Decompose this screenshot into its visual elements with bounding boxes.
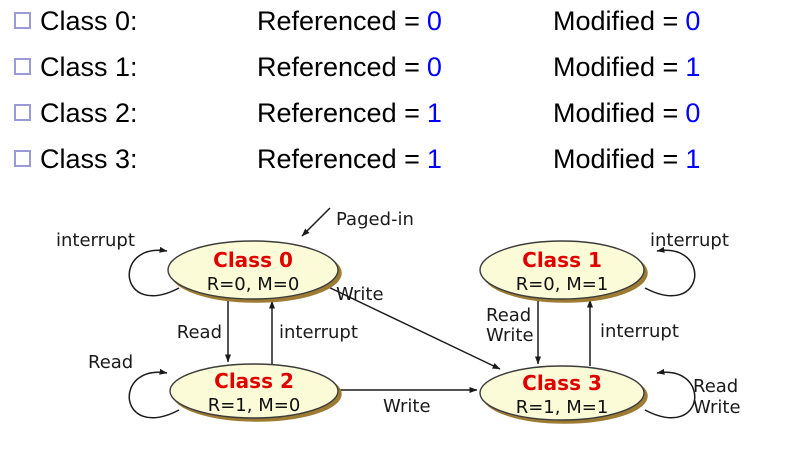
edge-class2-self-loop xyxy=(128,368,180,419)
edge-label-class3-to-class1: interrupt xyxy=(600,321,679,342)
edge-label-class0-to-class3: Write xyxy=(336,284,384,305)
node-ellipse xyxy=(167,240,339,300)
edge-label-class3-self-read: Read xyxy=(693,376,738,397)
edge-class0-to-class3 xyxy=(321,283,501,370)
modified-label: Modified = xyxy=(553,6,679,36)
state-node-class0: Class 0 R=0, M=0 xyxy=(167,240,342,303)
modified-label: Modified = xyxy=(553,52,679,82)
node-bits: R=1, M=1 xyxy=(516,397,609,418)
edge-class1-self-loop xyxy=(644,246,696,297)
referenced-label: Referenced = xyxy=(257,144,420,174)
node-ellipse xyxy=(169,363,339,419)
bullet-square-icon xyxy=(14,150,31,167)
node-ellipse xyxy=(479,240,645,300)
bullet-square-icon xyxy=(14,104,31,121)
edge-label-class1-to-class3-write: Write xyxy=(486,325,534,346)
referenced-value: 1 xyxy=(426,98,442,128)
class-name: Class 2: xyxy=(40,98,138,128)
referenced-value: 0 xyxy=(426,52,442,82)
edge-class0-self-loop xyxy=(128,246,180,297)
edge-label-class2-to-class0: interrupt xyxy=(279,322,358,343)
edge-label-paged-in: Paged-in xyxy=(336,209,414,230)
edge-label-class0-self: interrupt xyxy=(56,230,135,251)
bullet-square-icon xyxy=(14,58,31,75)
class-row: Class 2: Referenced =1 Modified =0 xyxy=(0,97,802,131)
node-title: Class 3 xyxy=(522,371,602,395)
modified-field: Modified =1 xyxy=(553,143,700,175)
modified-value: 1 xyxy=(685,144,701,174)
referenced-field: Referenced =1 xyxy=(257,143,442,175)
edge-class3-self-loop xyxy=(644,368,696,419)
class-row: Class 0: Referenced =0 Modified =0 xyxy=(0,5,802,39)
edge-label-class2-self: Read xyxy=(88,352,133,373)
referenced-field: Referenced =1 xyxy=(257,97,442,129)
state-node-class3: Class 3 R=1, M=1 xyxy=(479,365,648,424)
node-ellipse xyxy=(479,365,645,421)
referenced-label: Referenced = xyxy=(257,52,420,82)
bullet-square-icon xyxy=(14,12,31,29)
class-row: Class 3: Referenced =1 Modified =1 xyxy=(0,143,802,177)
referenced-field: Referenced =0 xyxy=(257,51,442,83)
edge-label-class2-to-class3: Write xyxy=(383,396,431,417)
referenced-value: 1 xyxy=(426,144,442,174)
modified-field: Modified =1 xyxy=(553,51,700,83)
referenced-value: 0 xyxy=(426,6,442,36)
modified-value: 0 xyxy=(685,98,701,128)
modified-label: Modified = xyxy=(553,98,679,128)
referenced-label: Referenced = xyxy=(257,6,420,36)
referenced-label: Referenced = xyxy=(257,98,420,128)
node-bits: R=1, M=0 xyxy=(208,395,301,416)
state-node-class2: Class 2 R=1, M=0 xyxy=(169,363,342,422)
edge-label-class1-self: interrupt xyxy=(650,230,729,251)
modified-field: Modified =0 xyxy=(553,97,700,129)
state-diagram: Paged-in interrupt Read interrupt Read W… xyxy=(56,207,741,424)
edge-label-class0-to-class2: Read xyxy=(177,322,222,343)
modified-value: 0 xyxy=(685,6,701,36)
modified-field: Modified =0 xyxy=(553,5,700,37)
class-name: Class 3: xyxy=(40,144,138,174)
node-bits: R=0, M=1 xyxy=(516,274,609,295)
modified-label: Modified = xyxy=(553,144,679,174)
modified-value: 1 xyxy=(685,52,701,82)
class-row: Class 1: Referenced =0 Modified =1 xyxy=(0,51,802,85)
class-name: Class 0: xyxy=(40,6,138,36)
referenced-field: Referenced =0 xyxy=(257,5,442,37)
edge-label-class1-to-class3-read: Read xyxy=(486,305,531,326)
edge-paged-in xyxy=(301,207,331,237)
class-name: Class 1: xyxy=(40,52,138,82)
node-title: Class 1 xyxy=(522,248,602,272)
edge-label-class3-self-write: Write xyxy=(693,397,741,418)
node-title: Class 2 xyxy=(214,369,294,393)
node-title: Class 0 xyxy=(213,248,293,272)
node-bits: R=0, M=0 xyxy=(207,274,300,295)
state-node-class1: Class 1 R=0, M=1 xyxy=(479,240,648,303)
